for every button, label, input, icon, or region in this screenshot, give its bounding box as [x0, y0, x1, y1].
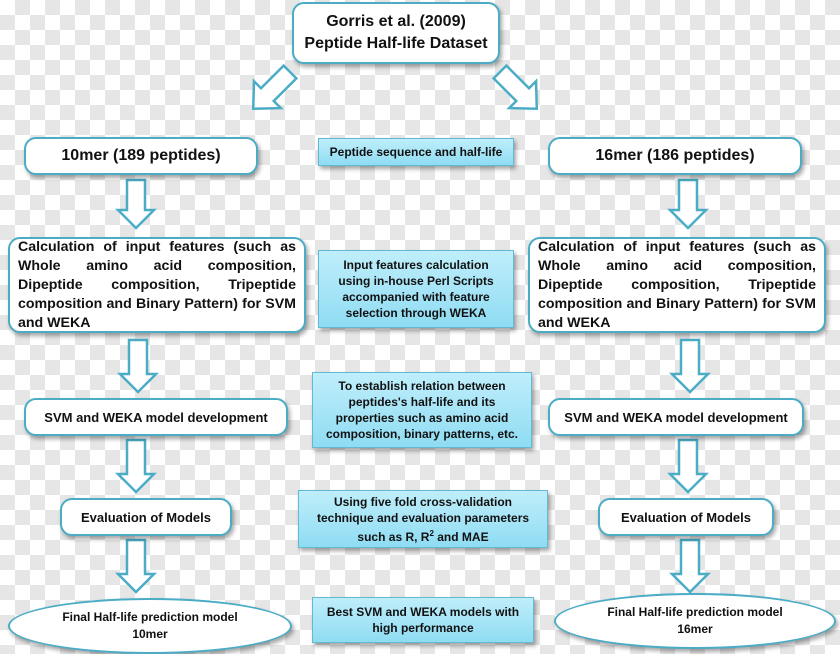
- center-step4-part1: Using five fold cross-validation techniq…: [316, 494, 530, 544]
- center-step3-box: To establish relation between peptides's…: [312, 372, 532, 448]
- right-title-box: 16mer (186 peptides): [548, 137, 802, 175]
- right-model-box: SVM and WEKA model development: [548, 398, 804, 436]
- center-step4-superscript: 2: [429, 528, 434, 538]
- arrow-to-left-dataset: [251, 63, 299, 111]
- right-model-text: SVM and WEKA model development: [564, 409, 788, 425]
- right-final-line2: 16mer: [677, 622, 713, 636]
- center-step3-text: To establish relation between peptides's…: [325, 379, 519, 441]
- right-features-box: Calculation of input features (such as W…: [528, 237, 826, 333]
- center-step2-box: Input features calculation using in-hous…: [318, 250, 514, 328]
- center-step5-text: Best SVM and WEKA models with high perfo…: [326, 605, 520, 635]
- left-final-line1: Final Half-life prediction model: [62, 610, 238, 624]
- center-step1-text: Peptide sequence and half-life: [329, 145, 503, 159]
- left-model-text: SVM and WEKA model development: [44, 409, 268, 425]
- left-title: 10mer (189 peptides): [61, 147, 221, 164]
- left-title-box: 10mer (189 peptides): [24, 137, 258, 175]
- left-evaluation-text: Evaluation of Models: [80, 509, 211, 525]
- center-step5-box: Best SVM and WEKA models with high perfo…: [312, 597, 534, 643]
- center-step1-box: Peptide sequence and half-life: [318, 138, 514, 166]
- arrow-left-2: [116, 338, 160, 394]
- right-evaluation-box: Evaluation of Models: [598, 498, 774, 536]
- center-step2-text: Input features calculation using in-hous…: [338, 258, 494, 320]
- right-features-text: Calculation of input features (such as W…: [538, 238, 816, 331]
- left-final-model-ellipse: Final Half-life prediction model 10mer: [8, 598, 292, 654]
- arrow-left-3: [114, 438, 158, 494]
- arrow-left-1: [114, 178, 158, 230]
- source-line1: Gorris et al. (2009): [326, 13, 466, 30]
- source-dataset-box: Gorris et al. (2009) Peptide Half-life D…: [292, 2, 500, 64]
- left-features-text: Calculation of input features (such as W…: [18, 238, 296, 331]
- arrow-right-1: [666, 178, 710, 230]
- arrow-to-right-dataset: [491, 63, 539, 111]
- source-line2: Peptide Half-life Dataset: [304, 35, 488, 52]
- center-step4-text: Using five fold cross-validation techniq…: [309, 494, 537, 545]
- right-evaluation-text: Evaluation of Models: [620, 509, 751, 525]
- arrow-right-3: [666, 438, 710, 494]
- right-final-model-ellipse: Final Half-life prediction model 16mer: [554, 593, 836, 649]
- arrow-right-2: [668, 338, 712, 394]
- arrow-left-4: [114, 538, 158, 594]
- center-step4-part2: and MAE: [433, 529, 489, 544]
- left-model-box: SVM and WEKA model development: [24, 398, 288, 436]
- center-step4-box: Using five fold cross-validation techniq…: [298, 490, 548, 548]
- left-final-line2: 10mer: [132, 627, 168, 641]
- right-title: 16mer (186 peptides): [595, 147, 755, 164]
- arrow-right-4: [668, 538, 712, 594]
- right-final-line1: Final Half-life prediction model: [607, 605, 783, 619]
- left-evaluation-box: Evaluation of Models: [60, 498, 232, 536]
- left-features-box: Calculation of input features (such as W…: [8, 237, 306, 333]
